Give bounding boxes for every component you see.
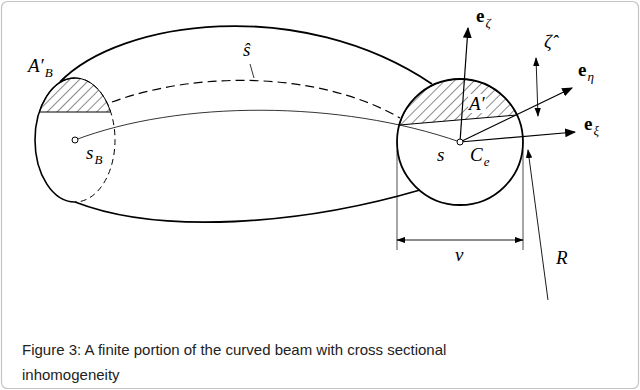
beam-outline: [75, 190, 420, 222]
figure-caption: Figure 3: A finite portion of the curved…: [22, 337, 522, 387]
point-marker: [457, 139, 463, 145]
reference-line: [112, 80, 400, 118]
vector-label: e: [578, 60, 586, 79]
subscript: e: [484, 155, 490, 168]
extension-line: [523, 150, 524, 250]
extension-line: [397, 150, 398, 250]
point-label: s: [86, 143, 93, 162]
vector-arrow: [460, 132, 575, 142]
point-label: C: [470, 145, 483, 164]
subscript: ζ: [485, 16, 490, 29]
dimension-line: [536, 58, 538, 116]
section-outline: [35, 78, 75, 202]
subscript: ξ: [593, 124, 599, 137]
hatched-section: [39, 78, 110, 112]
curve-label: ŝ: [243, 40, 250, 59]
vector-label: e: [476, 6, 484, 25]
beam-outline: [60, 26, 432, 84]
dimension-line: [397, 240, 523, 241]
area-label: A′: [28, 56, 44, 75]
subscript: η: [587, 70, 593, 83]
leader-line: [250, 64, 254, 78]
vector-label: e: [584, 114, 592, 133]
dimension-label: ζ̂: [544, 32, 552, 51]
point-marker: [72, 137, 78, 143]
subscript: B: [94, 153, 102, 166]
hatched-section: [399, 79, 517, 125]
hidden-outline: [75, 78, 115, 202]
dimension-label: v: [455, 245, 463, 264]
subscript: B: [45, 66, 53, 79]
radius-line: [528, 150, 548, 300]
area-label: A′: [468, 94, 486, 113]
vector-arrow: [460, 28, 468, 142]
section-outline: [397, 79, 523, 205]
point-label: s: [437, 145, 444, 164]
dimension-label: R: [556, 248, 568, 267]
